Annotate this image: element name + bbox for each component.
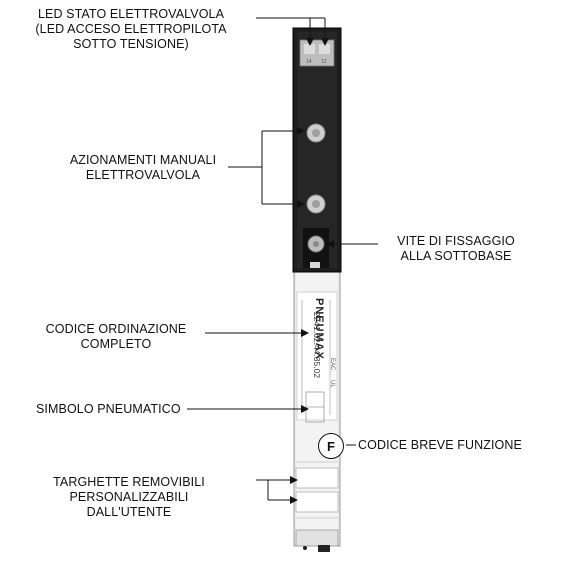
tag-slot-1 — [296, 468, 338, 488]
removable-tags-label: TARGHETTE REMOVIBILI PERSONALIZZABILI DA… — [4, 475, 254, 520]
svg-text:14: 14 — [306, 59, 312, 65]
manual-override-label: AZIONAMENTI MANUALI ELETTROVALVOLA — [60, 153, 226, 183]
led-status-label: LED STATO ELETTROVALVOLA (LED ACCESO ELE… — [12, 7, 250, 52]
pneumatic-symbol-label: SIMBOLO PNEUMATICO — [36, 402, 181, 417]
fixing-screw-label: VITE DI FISSAGGIO ALLA SOTTOBASE — [381, 234, 531, 264]
svg-text:UL: UL — [329, 380, 335, 388]
function-code-label: CODICE BREVE FUNZIONE — [358, 438, 522, 453]
function-code-badge: F — [318, 433, 344, 459]
order-code-print: 2241.62.44.35.02 — [312, 300, 322, 390]
tag-slot-2 — [296, 492, 338, 512]
svg-text:12: 12 — [321, 59, 327, 65]
order-code-label: CODICE ORDINAZIONE COMPLETO — [30, 322, 202, 352]
svg-text:EAC: EAC — [329, 358, 335, 371]
